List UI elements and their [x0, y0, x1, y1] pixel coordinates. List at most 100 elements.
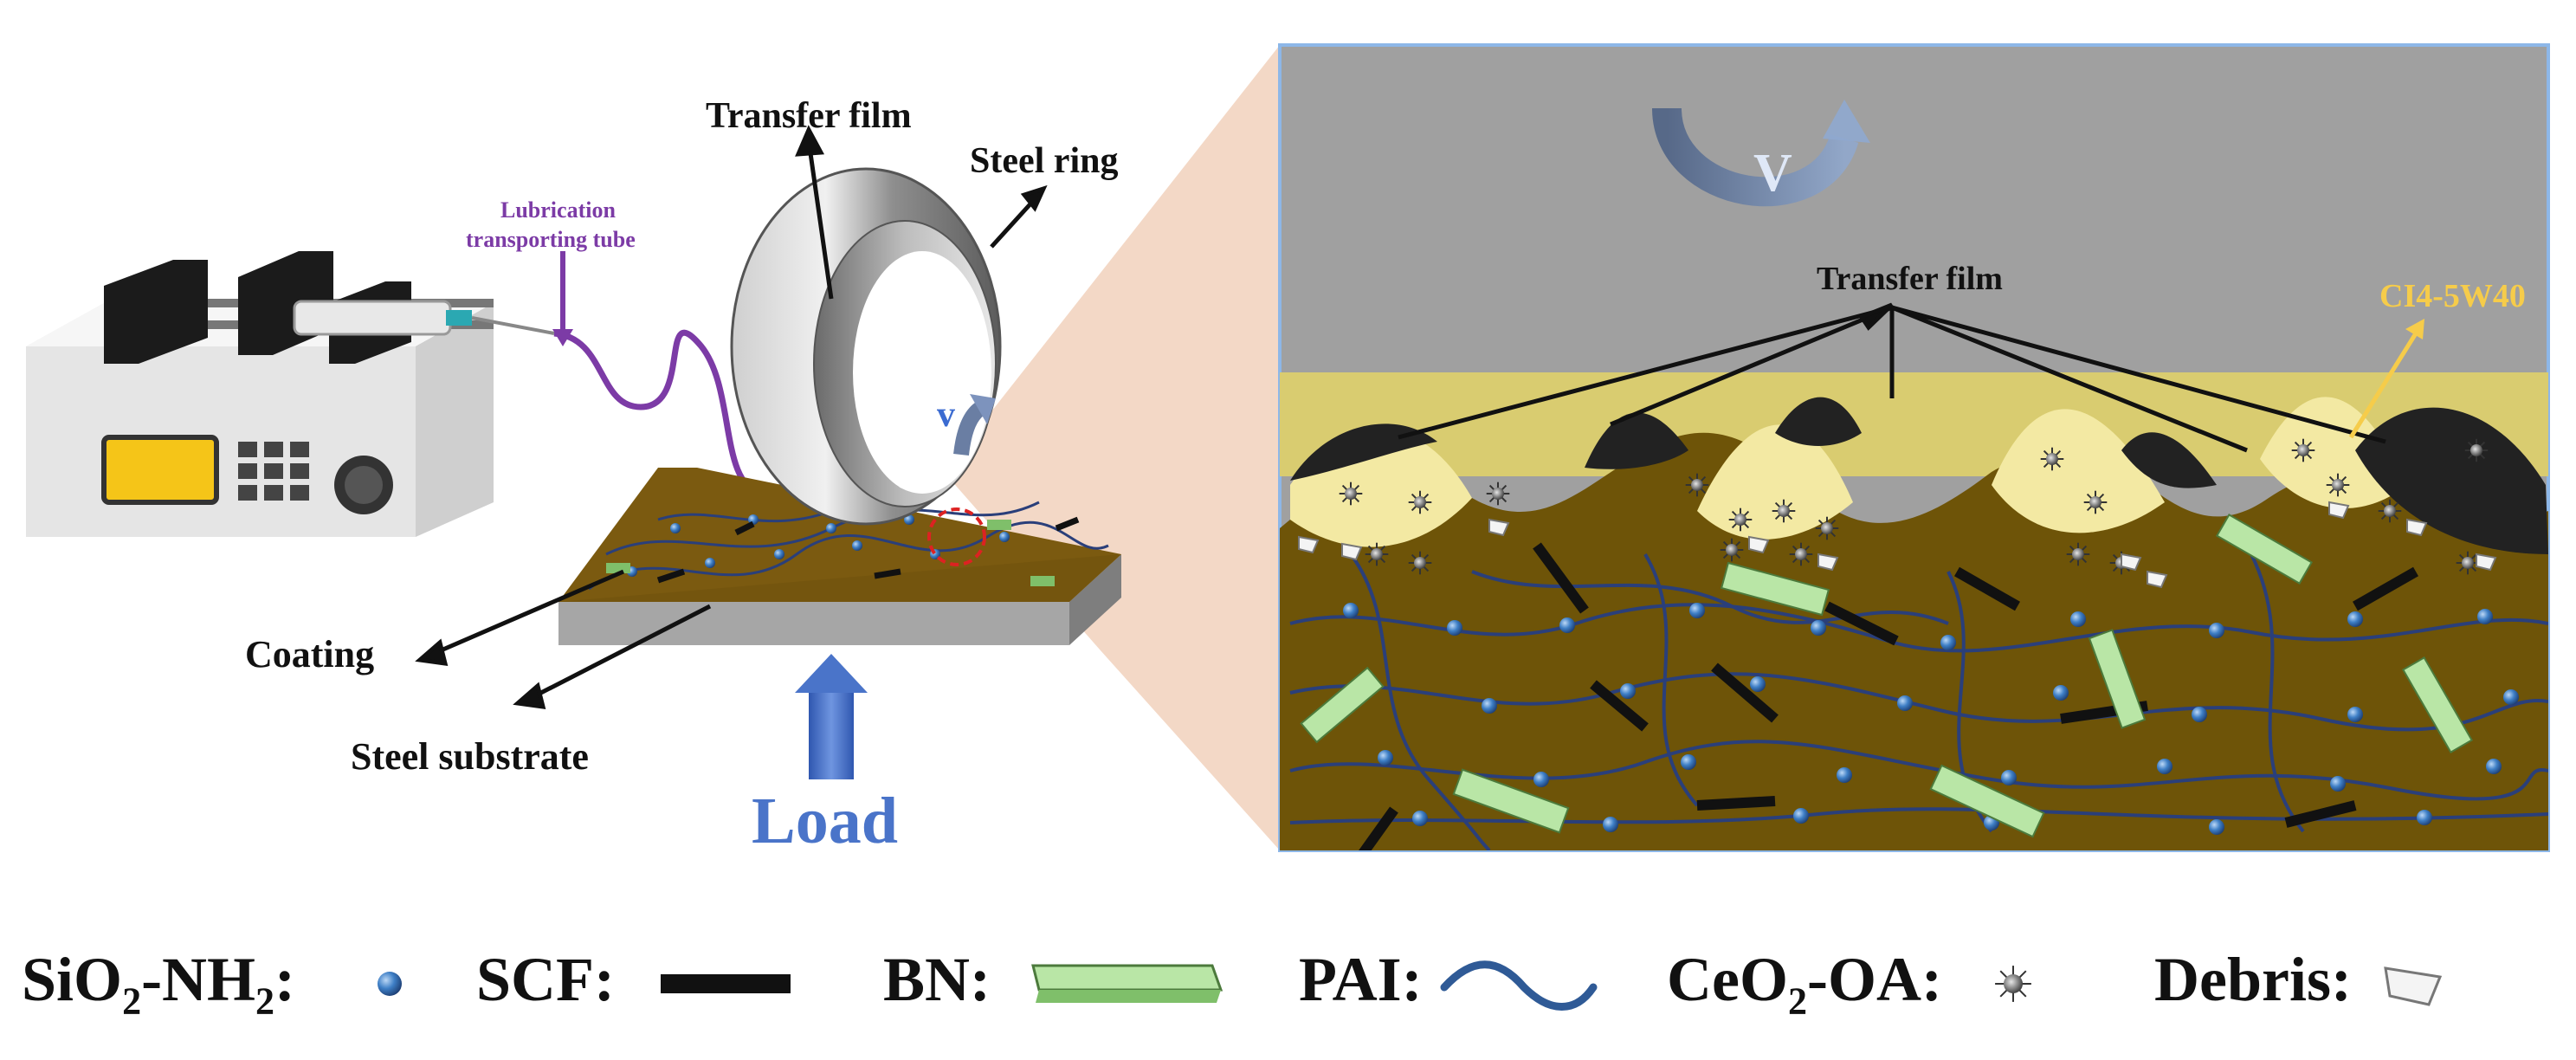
scf-fiber: [1533, 542, 1589, 614]
bn-sheet: [1929, 764, 2045, 838]
coating-label: Coating: [245, 633, 375, 675]
bn-sheet: [606, 563, 630, 573]
ceo2-particle: [2291, 438, 2315, 462]
pump-keypad: [238, 442, 309, 501]
ceo2-core: [1414, 557, 1426, 569]
sio2-particle: [1559, 617, 1575, 633]
ceo2-core: [1821, 522, 1833, 534]
sio2-particle: [2070, 611, 2086, 627]
pai-chain: [1471, 570, 1949, 625]
steel-substrate-label: Steel substrate: [351, 735, 589, 778]
debris-particle: [2121, 553, 2142, 572]
ceo2-core: [1726, 544, 1738, 556]
sio2-particle: [1793, 808, 1809, 824]
bn-sheet: [987, 520, 1011, 530]
scf-fiber: [2284, 800, 2357, 828]
ceo2-legend-particle: [1995, 966, 2031, 1002]
sio2-particle: [2503, 689, 2519, 705]
sio2-particle: [2053, 685, 2069, 701]
sio2-particle: [1689, 603, 1705, 618]
ceo2-particle: [2456, 551, 2480, 575]
bn-sheet: [1720, 561, 1830, 617]
plate-fibers: [588, 501, 1109, 591]
ceo2-core: [2297, 444, 2309, 456]
legend-bn: BN:: [883, 945, 991, 1014]
sio2-particle: [1811, 620, 1826, 636]
debris-particle: [1748, 535, 1770, 554]
sio2-particle: [1681, 754, 1696, 770]
sio2-particle: [2209, 623, 2224, 638]
ceo2-particle: [2040, 447, 2064, 471]
scf-fiber: [874, 568, 901, 579]
scf-fiber: [1055, 516, 1080, 532]
sio2-particle: [1750, 676, 1766, 692]
ceo2-core: [2384, 505, 2396, 517]
lubrication-tube: [553, 329, 764, 497]
scf-fiber: [1696, 796, 1776, 811]
sio2-particle: [1603, 817, 1618, 832]
zoom-rotation-arrow: [1652, 100, 1870, 207]
transfer-film-label: Transfer film: [706, 96, 912, 136]
sio2-particle: [904, 514, 914, 525]
ceo2-particle: [1685, 473, 1709, 497]
sio2-legend-icon: [378, 972, 402, 996]
load-label: Load: [752, 785, 898, 857]
debris-particle: [1817, 553, 1839, 572]
scf-fiber: [1711, 662, 1779, 723]
steel-ring-label: Steel ring: [970, 141, 1119, 181]
sio2-particle: [826, 523, 836, 533]
sio2-particle: [2417, 810, 2432, 825]
coated-plate: [558, 468, 1121, 645]
ceo2-core: [1691, 479, 1703, 491]
ceo2-core: [1795, 548, 1807, 560]
pai-legend-icon: [1440, 960, 1598, 1011]
ceo2-core: [1414, 496, 1426, 508]
ci4-pointer: [2348, 319, 2424, 439]
lubrication-label-1: Lubrication: [500, 197, 616, 223]
ceo2-particle: [1815, 516, 1839, 540]
sio2-particle: [1343, 603, 1359, 618]
sio2-particle: [2330, 776, 2346, 792]
sio2-particle: [2486, 759, 2502, 774]
sio2-particle: [2157, 759, 2172, 774]
contact-zone-marker: [927, 507, 986, 566]
ceo2-legend-icon: [1995, 966, 2031, 1002]
debris-particle: [2328, 501, 2350, 520]
pai-chain: [657, 509, 832, 523]
ci4-label: CI4-5W40: [2379, 278, 2526, 314]
zoom-projection: [944, 45, 1280, 850]
debris-legend-icon: [2384, 966, 2443, 1006]
legend-pai: PAI:: [1299, 945, 1423, 1014]
sio2-particle: [1447, 620, 1462, 636]
ring-rotation-arrow: [953, 394, 996, 456]
ceo2-core: [2470, 444, 2482, 456]
scf-fiber: [734, 520, 755, 536]
ceo2-particle: [2326, 473, 2350, 497]
debris-particle: [2406, 518, 2428, 537]
ceo2-particle: [2378, 499, 2402, 523]
pai-chain: [588, 520, 1109, 591]
sio2-particle: [999, 532, 1010, 542]
debris-particle: [2476, 553, 2497, 572]
sio2-particle: [2209, 819, 2224, 835]
debris-particle: [2147, 570, 2168, 589]
steel-ring: [730, 167, 1002, 526]
legend-scf: SCF:: [476, 945, 616, 1014]
zoom-microstructure: [1289, 438, 2548, 850]
debris-particle: [1488, 518, 1510, 537]
scf-fiber: [1824, 601, 1899, 646]
sio2-particle: [2347, 707, 2363, 722]
pai-chain: [1349, 553, 1491, 850]
ceo2-particle: [1720, 538, 1744, 562]
bn-sheet: [2088, 629, 2147, 729]
sio2-particle: [670, 523, 681, 533]
debris-particle: [1298, 535, 1320, 554]
scf-legend-icon: [661, 974, 791, 993]
sio2-particle: [1533, 772, 1549, 787]
ceo2-particle: [1772, 499, 1796, 523]
sio2-particle: [705, 558, 715, 568]
ceo2-particle: [1789, 542, 1813, 566]
syringe-barrel: [293, 300, 452, 336]
scf-fiber: [656, 568, 686, 584]
